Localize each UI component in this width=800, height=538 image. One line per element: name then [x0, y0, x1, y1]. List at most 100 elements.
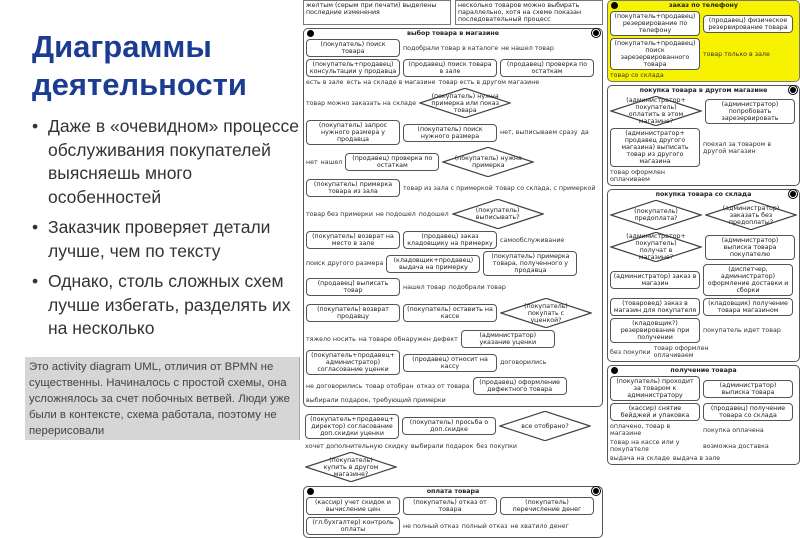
edge-label: покупка оплачена [703, 426, 764, 434]
swimlane-group: получение товара(покупатель) проходит за… [607, 365, 800, 465]
action-node: (гл.бухгалтер) контроль оплаты [306, 517, 400, 535]
edge-label: покупатель идет товар [703, 327, 781, 334]
edge-label: да [580, 129, 589, 136]
action-node: (покупатель) примерка товара, полученног… [483, 251, 578, 276]
bullet-text: Однако, столь сложных схем лучше избегат… [48, 271, 291, 338]
decision-label: (покупатель) выписывать? [475, 207, 520, 221]
decision-node: (покупатель) покупать с уценкой? [500, 298, 592, 328]
edge-label: нашел [320, 158, 343, 166]
edge-label: не нашел товар [501, 44, 554, 52]
group-title: оплата товара [426, 488, 480, 495]
action-node: (кладовщик+продавец) выдача на примерку [386, 254, 481, 273]
edge-label: нет, выписываем сразу [500, 129, 578, 136]
edge-label: есть на складе в магазине [346, 79, 436, 86]
decision-node: (покупатель) нужна примерка или показ то… [419, 88, 511, 118]
swimlane-group: выбор товара в магазине (покупатель) поис… [303, 28, 603, 407]
free-flow-area: (покупатель+продавец+ директор) согласов… [303, 410, 603, 483]
edge-label: подобрали товар в каталоге [403, 44, 499, 52]
edge-label: товар есть в другом магазине [438, 79, 540, 86]
edge-label: товар из зала с примеркой [403, 184, 493, 192]
action-node: (покупатель) поиск нужного размера [403, 123, 497, 142]
decision-node: (администратор+ покупатель) получат в ма… [610, 232, 702, 262]
action-node: (администратор) указание уценки [460, 330, 555, 348]
decision-diamond-icon [500, 298, 592, 328]
edge-label: товар только в зале [703, 50, 770, 58]
bullet-item: •Заказчик проверяет детали лучше, чем по… [30, 216, 300, 263]
action-node: (кладовщик) получение товара магазином [703, 298, 793, 316]
edge-label: товар со склада [610, 72, 664, 79]
action-node: (покупатель+продавец+ администратор) сог… [306, 350, 400, 375]
action-node: (кладовщик?) резервирование при получени… [610, 318, 700, 343]
action-node: (продавец) поиск товара в зале [403, 59, 497, 77]
action-node: (покупатель) запрос нужного размера у пр… [306, 120, 400, 145]
swimlane-group: покупка товара со склада(покупатель) пре… [607, 189, 800, 362]
action-node: (продавец) получение товара со склада [703, 403, 793, 421]
action-node: (покупатель) отказ от товара [403, 497, 497, 515]
edge-label: товар можно заказать на складе [306, 99, 417, 107]
group-title: заказ по телефону [669, 2, 738, 9]
edge-label: нашел товар [403, 283, 446, 291]
action-node: (администратор) заказ в магазин [610, 271, 700, 289]
edge-label: товар без примерки [306, 210, 373, 218]
decision-label: (администратор+ покупатель) получат в ма… [626, 233, 686, 261]
decision-node: (администратор+ покупатель) оплатить в э… [610, 96, 702, 126]
start-node-icon [611, 2, 618, 9]
edge-label: товар отобран [365, 382, 414, 390]
action-node: (товаровед) заказ в магазин для покупате… [610, 298, 700, 316]
decision-label: (покупатель) нужна примерка [454, 155, 522, 169]
action-node: (администратор) попробовать зарезервиров… [705, 98, 795, 124]
decision-node: (администратор) заказать без предоплаты? [705, 200, 797, 230]
bullet-item: • Даже в «очевидном» процессе обслуживани… [30, 115, 300, 209]
decision-diamond-icon [442, 147, 534, 177]
bullet-text: Даже в «очевидном» процессе обслуживания… [48, 116, 300, 207]
decision-label: (администратор) заказать без предоплаты? [722, 204, 780, 226]
decision-label: (покупатель) нужна примерка или показ то… [431, 92, 499, 114]
edge-label: поиск другого размера [306, 260, 384, 267]
bullet-icon: • [32, 116, 39, 136]
action-node: (продавец) оформление дефектного товара [472, 377, 567, 395]
diagram-note: желтым (серым при печати) выделены после… [303, 0, 451, 25]
diagram-notes: желтым (серым при печати) выделены после… [303, 0, 603, 25]
decision-diamond-icon [499, 411, 591, 441]
decision-diamond-icon [610, 200, 702, 230]
bullet-item: •Однако, столь сложных схем лучше избега… [30, 270, 300, 341]
diagram-items: (администратор+ покупатель) оплатить в э… [610, 96, 797, 183]
action-node: (покупатель+продавец) консультации у про… [306, 59, 400, 77]
edge-label: возможна доставка [703, 442, 769, 450]
decision-node: (покупатель) нужна примерка [442, 147, 534, 177]
edge-label: выбирали подарок, требующий примерки [306, 397, 446, 404]
edge-label: товар со склада, с примеркой [495, 184, 596, 192]
group-title: покупка товара в другом магазине [639, 87, 768, 94]
bullet-list: • Даже в «очевидном» процессе обслуживани… [30, 115, 300, 348]
end-node-icon [593, 30, 599, 36]
edge-label: отказ от товара [416, 382, 470, 390]
edge-label: оплачено, товар в магазине [610, 423, 671, 437]
edge-label: без покупки [610, 348, 651, 356]
action-node: (покупатель) просьба о доп.скидке [402, 417, 496, 435]
action-node: (покупатель) перечисление денег [500, 497, 594, 515]
diagram-items: (покупатель) проходит за товаром к админ… [610, 376, 797, 462]
group-title: выбор товара в магазине [406, 30, 500, 37]
swimlane-group: покупка товара в другом магазине (админис… [607, 85, 800, 186]
action-node: (диспетчер, администратор) оформление до… [703, 264, 793, 296]
diagram-note: несколько товаров можно выбирать паралле… [455, 0, 603, 25]
action-node: (продавец) проверка по остаткам [500, 59, 594, 77]
action-node: (администратор+ продавец другого магазин… [610, 128, 700, 167]
decision-diamond-icon [610, 96, 702, 126]
edge-label: хочет дополнительную скидку [305, 443, 408, 450]
end-node-icon [790, 87, 796, 93]
decision-node: (покупатель) предоплата? [610, 200, 702, 230]
swimlane-group: оплата товара(кассир) учет скидок и вычи… [303, 486, 603, 538]
decision-diamond-icon [705, 200, 797, 230]
action-node: (покупатель) проходит за товаром к админ… [610, 376, 700, 401]
action-node: (кассир) снятие бейджей и упаковка [610, 403, 700, 421]
decision-label: все отобрано? [521, 422, 569, 430]
speaker-note: Это activity diagram UML, отличия от BPM… [25, 357, 300, 440]
decision-diamond-icon [452, 199, 544, 229]
action-node: (продавец) выписать товар [306, 278, 400, 296]
action-node: (покупатель) оставить на кассе [403, 304, 497, 322]
edge-label: есть в зале [306, 79, 344, 86]
action-node: (администратор) выписка товара [703, 379, 793, 398]
edge-label: товар оформлен оплачиваем [653, 345, 709, 359]
